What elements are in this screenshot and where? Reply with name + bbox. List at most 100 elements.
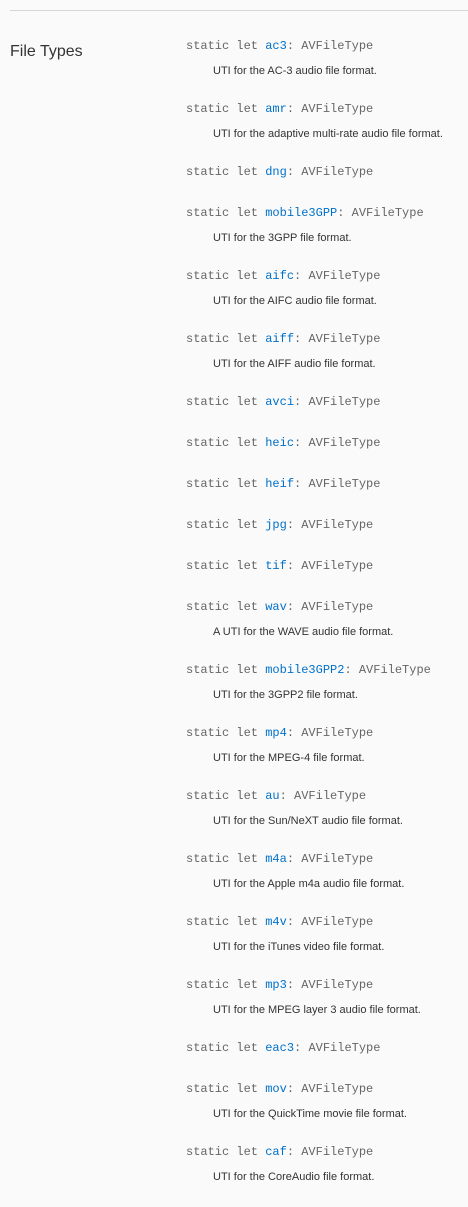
symbol-declaration: static let heic: AVFileType — [186, 435, 380, 451]
section-divider — [10, 10, 468, 11]
symbol-declaration: static let eac3: AVFileType — [186, 1040, 380, 1056]
declaration-keyword: static let — [186, 1145, 259, 1159]
type-separator: : — [337, 206, 352, 220]
symbol-description: UTI for the MPEG-4 file format. — [213, 752, 365, 764]
symbol-description: UTI for the AIFF audio file format. — [213, 358, 376, 370]
declaration-keyword: static let — [186, 600, 259, 614]
type-separator: : — [286, 102, 302, 116]
symbol-declaration: static let mobile3GPP: AVFileType — [186, 205, 424, 221]
type-separator: : — [286, 1082, 302, 1096]
symbol-type: AVFileType — [308, 395, 381, 409]
declaration-keyword: static let — [186, 726, 259, 740]
symbol-type: AVFileType — [301, 165, 374, 179]
symbol-type: AVFileType — [301, 600, 374, 614]
symbol-link-tif[interactable]: tif — [265, 559, 287, 573]
symbol-type: AVFileType — [294, 789, 367, 803]
symbol-link-dng[interactable]: dng — [265, 165, 287, 179]
symbol-declaration: static let aiff: AVFileType — [186, 331, 380, 347]
symbol-type: AVFileType — [308, 332, 381, 346]
type-separator: : — [344, 663, 359, 677]
type-separator: : — [286, 559, 302, 573]
symbol-entry-heif: static let heif: AVFileType — [186, 476, 468, 517]
section-title: File Types — [10, 43, 83, 60]
type-separator: : — [286, 39, 302, 53]
symbol-entry-avci: static let avci: AVFileType — [186, 394, 468, 435]
symbol-link-aiff[interactable]: aiff — [265, 332, 295, 346]
symbol-entry-tif: static let tif: AVFileType — [186, 558, 468, 599]
symbol-type: AVFileType — [301, 518, 374, 532]
symbol-declaration: static let mobile3GPP2: AVFileType — [186, 662, 431, 678]
symbol-link-au[interactable]: au — [265, 789, 280, 803]
declaration-keyword: static let — [186, 165, 259, 179]
symbol-link-avci[interactable]: avci — [265, 395, 295, 409]
type-separator: : — [294, 395, 309, 409]
symbol-link-mobile3GPP2[interactable]: mobile3GPP2 — [265, 663, 345, 677]
symbol-link-heif[interactable]: heif — [265, 477, 295, 491]
declaration-keyword: static let — [186, 1082, 259, 1096]
symbol-description: UTI for the adaptive multi-rate audio fi… — [213, 128, 443, 140]
symbol-link-caf[interactable]: caf — [265, 1145, 287, 1159]
symbol-declaration: static let mp3: AVFileType — [186, 977, 373, 993]
symbol-link-ac3[interactable]: ac3 — [265, 39, 287, 53]
symbol-description: UTI for the 3GPP file format. — [213, 232, 352, 244]
type-separator: : — [286, 726, 302, 740]
symbol-link-mp4[interactable]: mp4 — [265, 726, 287, 740]
symbol-link-mp3[interactable]: mp3 — [265, 978, 287, 992]
type-separator: : — [286, 852, 302, 866]
symbol-link-eac3[interactable]: eac3 — [265, 1041, 295, 1055]
symbol-link-m4v[interactable]: m4v — [265, 915, 287, 929]
symbol-type: AVFileType — [301, 915, 374, 929]
symbol-entry-eac3: static let eac3: AVFileType — [186, 1040, 468, 1081]
symbol-description: UTI for the CoreAudio file format. — [213, 1171, 375, 1183]
symbol-declaration: static let ac3: AVFileType — [186, 38, 373, 54]
symbol-description: UTI for the 3GPP2 file format. — [213, 689, 358, 701]
symbol-type: AVFileType — [308, 436, 381, 450]
symbol-link-jpg[interactable]: jpg — [265, 518, 287, 532]
declaration-keyword: static let — [186, 269, 259, 283]
symbol-entry-jpg: static let jpg: AVFileType — [186, 517, 468, 558]
symbol-type: AVFileType — [301, 1145, 374, 1159]
symbol-description: UTI for the MPEG layer 3 audio file form… — [213, 1004, 421, 1016]
type-separator: : — [286, 1145, 302, 1159]
symbol-description: UTI for the AIFC audio file format. — [213, 295, 377, 307]
symbol-link-heic[interactable]: heic — [265, 436, 295, 450]
symbol-declaration: static let dng: AVFileType — [186, 164, 373, 180]
symbol-link-aifc[interactable]: aifc — [265, 269, 295, 283]
symbol-declaration: static let amr: AVFileType — [186, 101, 373, 117]
declaration-keyword: static let — [186, 1041, 259, 1055]
symbol-link-m4a[interactable]: m4a — [265, 852, 287, 866]
symbol-description: UTI for the AC-3 audio file format. — [213, 65, 377, 77]
symbol-link-amr[interactable]: amr — [265, 102, 287, 116]
symbol-type: AVFileType — [308, 1041, 381, 1055]
declaration-keyword: static let — [186, 518, 259, 532]
symbol-link-mobile3GPP[interactable]: mobile3GPP — [265, 206, 338, 220]
symbol-declaration: static let m4v: AVFileType — [186, 914, 373, 930]
declaration-keyword: static let — [186, 477, 259, 491]
symbol-description: UTI for the iTunes video file format. — [213, 941, 385, 953]
symbol-link-wav[interactable]: wav — [265, 600, 287, 614]
symbol-declaration: static let aifc: AVFileType — [186, 268, 380, 284]
symbol-type: AVFileType — [358, 663, 431, 677]
symbol-link-mov[interactable]: mov — [265, 1082, 287, 1096]
type-separator: : — [294, 1041, 309, 1055]
declaration-keyword: static let — [186, 102, 259, 116]
symbol-declaration: static let mp4: AVFileType — [186, 725, 373, 741]
type-separator: : — [286, 978, 302, 992]
declaration-keyword: static let — [186, 789, 259, 803]
type-separator: : — [294, 332, 309, 346]
symbol-type: AVFileType — [308, 477, 381, 491]
symbol-type: AVFileType — [301, 102, 374, 116]
type-separator: : — [294, 477, 309, 491]
symbol-declaration: static let mov: AVFileType — [186, 1081, 373, 1097]
symbol-declaration: static let jpg: AVFileType — [186, 517, 373, 533]
